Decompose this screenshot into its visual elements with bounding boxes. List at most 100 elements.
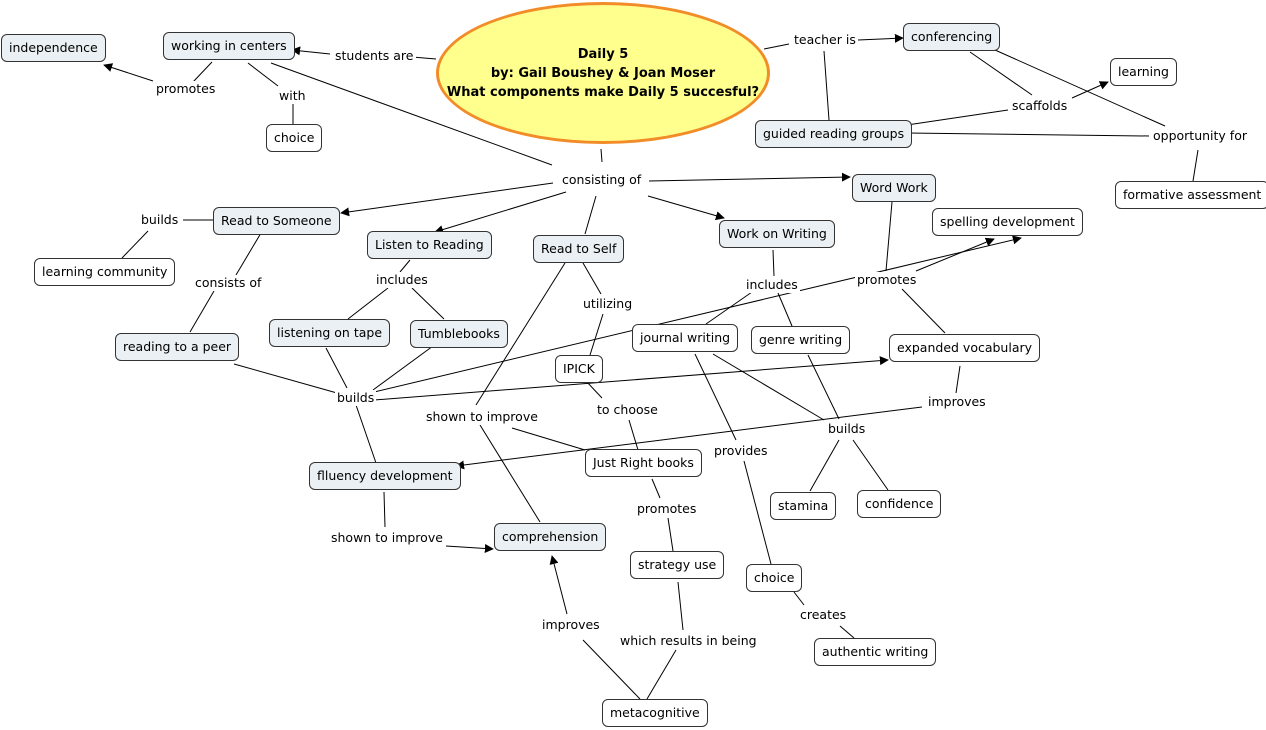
edge-tochoose-books xyxy=(628,419,639,451)
edge-journal-provides xyxy=(694,353,737,441)
edge-results-meta xyxy=(646,649,677,700)
edge-centers-consisting xyxy=(270,62,553,166)
node-choice-bottom[interactable]: choice xyxy=(746,564,803,592)
edge-provides-choice xyxy=(743,460,772,565)
edge-promotes-strategy xyxy=(667,517,674,552)
edge-consisting-ww xyxy=(648,172,851,182)
link-shown-to-improve-lower: shown to improve xyxy=(329,530,445,546)
node-metacognitive[interactable]: metacognitive xyxy=(602,699,708,727)
node-conferencing[interactable]: conferencing xyxy=(903,23,1001,51)
node-listening-on-tape[interactable]: listening on tape xyxy=(269,319,391,347)
node-tumblebooks[interactable]: Tumblebooks xyxy=(410,320,508,348)
node-genre-writing[interactable]: genre writing xyxy=(751,326,851,354)
link-provides: provides xyxy=(712,443,770,459)
edge-builds-vocab xyxy=(373,356,889,401)
root-question: What components make Daily 5 succesful? xyxy=(446,84,760,100)
edge-guided-scaffolds xyxy=(906,109,1009,126)
edge-teacher-conf xyxy=(857,33,904,43)
edge-peer-builds xyxy=(233,363,338,394)
edge-conf-opp xyxy=(994,49,1166,127)
node-word-work[interactable]: Word Work xyxy=(852,174,936,202)
link-students-are: students are xyxy=(333,48,416,64)
edge-ww-promotes xyxy=(885,201,893,272)
edge-students-centers xyxy=(291,46,331,56)
node-comprehension[interactable]: comprehension xyxy=(494,523,607,551)
edge-consists-peer xyxy=(189,290,215,333)
edge-root-teacher xyxy=(763,43,790,50)
edge-shownupper-books xyxy=(511,427,586,451)
node-formative-assessment[interactable]: formative assessment xyxy=(1115,181,1266,209)
node-spelling-development[interactable]: spelling development xyxy=(932,208,1083,236)
root-authors: by: Gail Boushey & Joan Moser xyxy=(490,65,716,81)
node-confidence[interactable]: confidence xyxy=(857,490,942,518)
edge-vocab-improves xyxy=(955,365,961,394)
link-builds-center: builds xyxy=(335,390,377,406)
node-ipick[interactable]: IPICK xyxy=(555,355,603,383)
edge-improves-fluency xyxy=(455,406,923,470)
edge-builds-fluency xyxy=(355,404,377,464)
edge-promotes-spelling xyxy=(915,237,995,272)
edge-genre-builds xyxy=(807,354,840,420)
link-builds-community: builds xyxy=(139,212,181,228)
node-expanded-vocabulary[interactable]: expanded vocabulary xyxy=(889,334,1041,362)
edge-includes-genre xyxy=(777,292,793,327)
node-working-in-centers[interactable]: working in centers xyxy=(163,32,295,60)
link-improves-vocab: improves xyxy=(926,394,988,410)
link-promotes-wordwork: promotes xyxy=(855,272,919,288)
edge-builds-stamina xyxy=(809,439,840,492)
edge-builds-confidence xyxy=(852,439,889,491)
edge-centers-with xyxy=(247,62,279,87)
node-journal-writing[interactable]: journal writing xyxy=(632,324,739,352)
link-improves-meta: improves xyxy=(540,617,602,633)
edge-opp-formative xyxy=(1192,149,1199,182)
link-scaffolds: scaffolds xyxy=(1010,98,1070,114)
edge-fluency-shown xyxy=(383,491,386,528)
node-choice-top[interactable]: choice xyxy=(266,124,323,152)
edge-guided-opp xyxy=(906,132,1150,137)
edge-rtself-utilizing xyxy=(582,262,602,295)
node-learning-community[interactable]: learning community xyxy=(34,258,176,286)
link-utilizing: utilizing xyxy=(581,296,635,312)
edge-tape-builds xyxy=(325,347,348,389)
edge-books-promotes xyxy=(651,478,661,499)
edge-scaffolds-learning xyxy=(1071,81,1109,99)
root-title: Daily 5 xyxy=(577,46,629,62)
edge-journal-builds xyxy=(712,353,825,421)
node-fluency-development[interactable]: flluency development xyxy=(309,462,461,490)
node-independence[interactable]: independence xyxy=(1,34,106,62)
edge-rtself-shown xyxy=(475,262,566,406)
node-stamina[interactable]: stamina xyxy=(770,492,837,520)
node-strategy-use[interactable]: strategy use xyxy=(630,551,725,579)
edge-choice-creates xyxy=(793,591,805,606)
edge-consisting-wow xyxy=(647,195,725,221)
node-guided-reading-groups[interactable]: guided reading groups xyxy=(755,120,913,148)
edge-teacher-guided xyxy=(823,50,830,121)
edge-wow-includes xyxy=(772,249,775,277)
node-reading-to-a-peer[interactable]: reading to a peer xyxy=(115,333,240,361)
edge-consisting-rtself xyxy=(584,195,597,235)
edge-builds-spelling xyxy=(369,235,1022,394)
link-includes-listen: includes xyxy=(374,272,430,288)
node-listen-to-reading[interactable]: Listen to Reading xyxy=(367,231,492,259)
node-just-right-books[interactable]: Just Right books xyxy=(585,449,702,477)
edge-root-consisting xyxy=(600,148,603,163)
link-opportunity-for: opportunity for xyxy=(1151,128,1249,144)
edge-consisting-ltr xyxy=(434,191,567,234)
link-teacher-is: teacher is xyxy=(792,32,858,48)
node-authentic-writing[interactable]: authentic writing xyxy=(814,638,937,666)
node-learning[interactable]: learning xyxy=(1110,58,1177,86)
root-topic[interactable]: Daily 5 by: Gail Boushey & Joan Moser Wh… xyxy=(436,2,770,144)
edge-ltr-includes xyxy=(399,259,411,273)
node-work-on-writing[interactable]: Work on Writing xyxy=(719,220,835,248)
edge-tumble-builds xyxy=(372,345,434,391)
node-read-to-someone[interactable]: Read to Someone xyxy=(213,207,340,235)
edge-builds-community xyxy=(121,230,149,259)
edge-strategy-results xyxy=(677,581,684,631)
node-read-to-self[interactable]: Read to Self xyxy=(533,235,625,263)
edge-promotes-indep xyxy=(103,63,154,82)
link-consists-of: consists of xyxy=(193,275,264,291)
link-includes-writing: includes xyxy=(744,277,800,293)
link-builds-writing: builds xyxy=(826,421,868,437)
link-shown-to-improve-upper: shown to improve xyxy=(424,409,540,425)
